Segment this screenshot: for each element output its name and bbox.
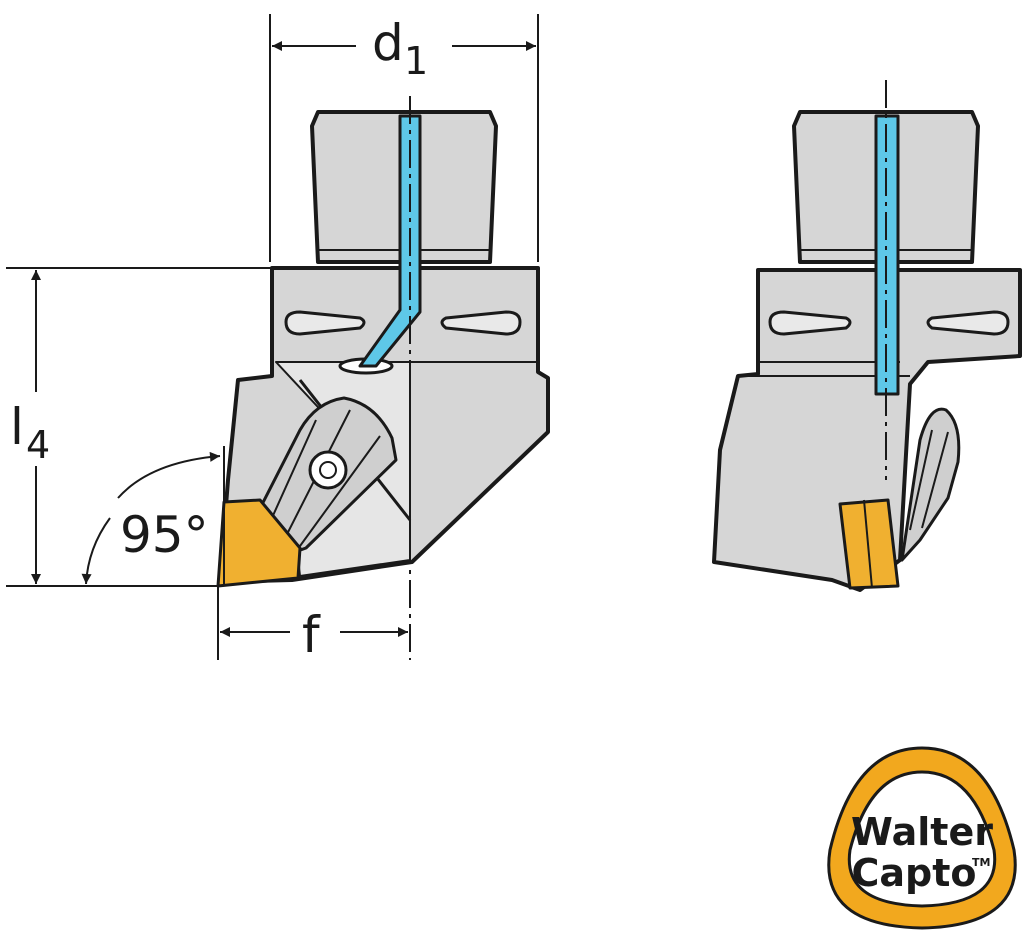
d1-label-main: d xyxy=(372,14,404,72)
f-label: f xyxy=(302,606,321,664)
d1-label-sub: 1 xyxy=(404,39,428,83)
dimension-lines xyxy=(6,14,539,660)
left-slot-2 xyxy=(440,310,522,336)
angle-arc xyxy=(117,451,221,499)
right-view xyxy=(712,110,1022,592)
left-slot-1 xyxy=(284,310,366,336)
right-slot-2 xyxy=(926,310,1010,336)
l4-label-sub: 4 xyxy=(26,423,50,467)
logo-trademark: TM xyxy=(972,856,990,869)
left-insert xyxy=(216,498,302,588)
left-view xyxy=(216,110,550,588)
l4-label-main: l xyxy=(10,398,24,456)
angle-label: 95° xyxy=(120,506,209,564)
left-coolant-channel xyxy=(358,114,422,368)
right-slot-1 xyxy=(768,310,852,336)
walter-capto-logo: Walter Capto TM xyxy=(827,746,1017,930)
logo-line-1: Walter xyxy=(851,810,993,854)
right-clamp xyxy=(900,407,961,562)
logo-line-2: Capto xyxy=(851,851,976,895)
